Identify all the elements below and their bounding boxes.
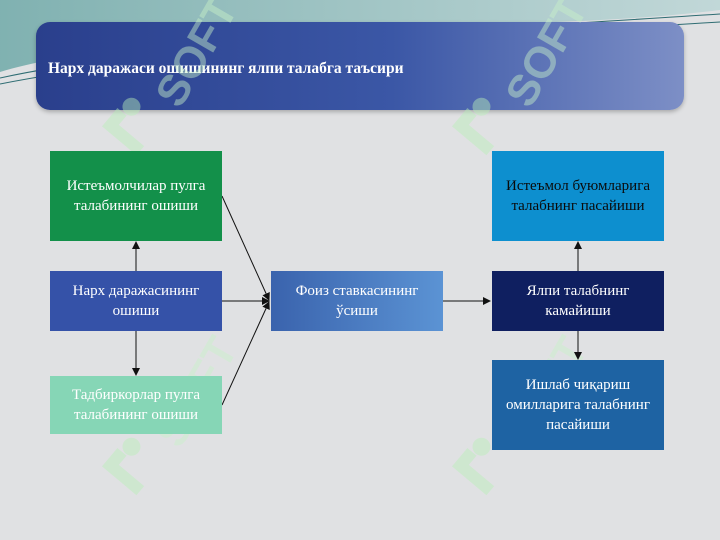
node-business-money-demand: Тадбиркорлар пулга талабининг ошиши: [50, 376, 222, 434]
node-interest-rate-growth: Фоиз ставкасининг ўсиши: [271, 271, 443, 331]
node-label: Фоиз ставкасининг ўсиши: [295, 283, 419, 319]
node-consumers-money-demand: Истеъмолчилар пулга талабининг ошиши: [50, 151, 222, 241]
node-consumer-goods-demand-decrease: Истеъмол буюмларига талабнинг пасайиши: [492, 151, 664, 241]
node-label: Нарх даражасининг ошиши: [72, 283, 200, 319]
node-label: Ялпи талабнинг камайиши: [526, 283, 630, 319]
node-production-factors-demand-decrease: Ишлаб чиқариш омилларига талабнинг пасай…: [492, 360, 664, 450]
edge-business-to-interest: [221, 301, 270, 406]
node-label: Истеъмол буюмларига талабнинг пасайиши: [505, 178, 651, 214]
node-aggregate-demand-decrease: Ялпи талабнинг камайиши: [492, 271, 664, 331]
slide-title: Нарх даражаси ошишининг ялпи талабга таъ…: [48, 60, 404, 77]
node-label: Истеъмолчилар пулга талабининг ошиши: [66, 178, 206, 214]
node-price-level-increase: Нарх даражасининг ошиши: [50, 271, 222, 331]
node-label: Ишлаб чиқариш омилларига талабнинг пасай…: [506, 377, 650, 433]
node-label: Тадбиркорлар пулга талабининг ошиши: [71, 387, 201, 423]
title-banner: [36, 22, 684, 110]
edge-consumers-to-interest: [221, 195, 270, 301]
